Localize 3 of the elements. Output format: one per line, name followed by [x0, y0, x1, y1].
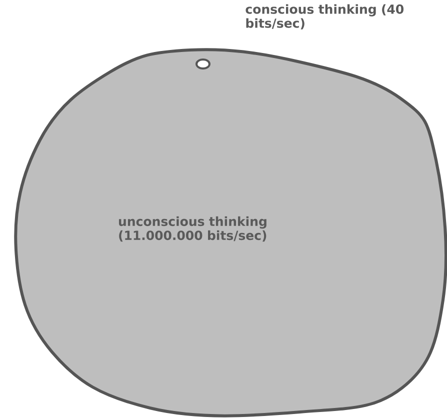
- node-caption: conscious thinking (40 bits/sec): [246, 4, 404, 30]
- blob-region: unconscious thinking (11.000.000 bits/sec): [14, 48, 447, 418]
- small-blob: [196, 58, 210, 70]
